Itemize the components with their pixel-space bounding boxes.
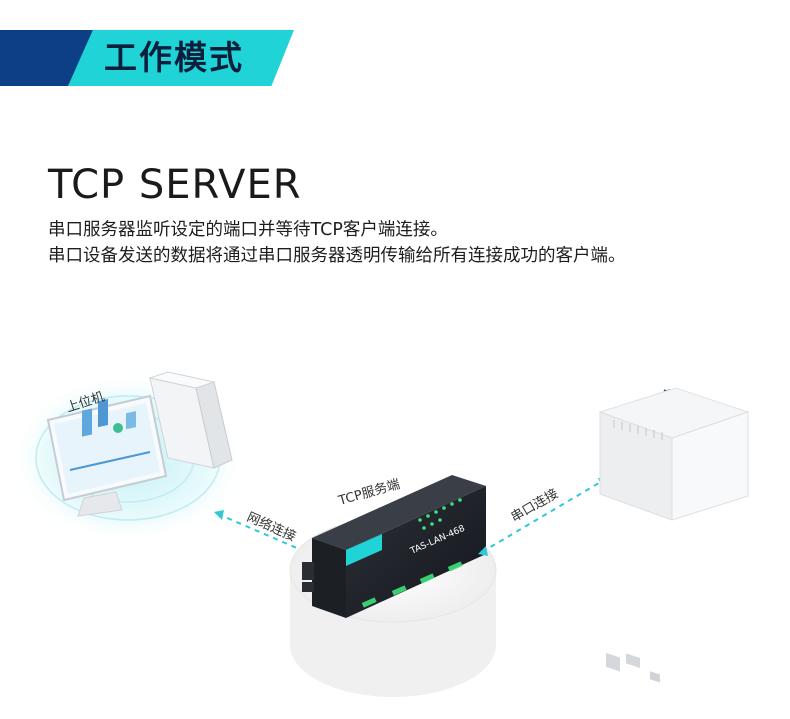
section-title: 工作模式 bbox=[104, 38, 244, 77]
mode-title: TCP SERVER bbox=[48, 162, 302, 208]
serial-device: 串口设备 bbox=[598, 386, 750, 683]
mode-description-line-1: 串口服务器监听设定的端口并等待TCP客户端连接。 bbox=[48, 220, 448, 240]
network-diagram: 网络连接 TCP服务端 TAS-LAN-468 串口连接 bbox=[10, 371, 750, 697]
serial-server-device: TCP服务端 TAS-LAN-468 bbox=[302, 475, 486, 618]
mode-description-line-2: 串口设备发送的数据将通过串口服务器透明传输给所有连接成功的客户端。 bbox=[48, 246, 626, 266]
serial-link-line bbox=[481, 479, 605, 553]
host-computer bbox=[10, 371, 246, 543]
header-banner-teal-stripe bbox=[68, 30, 294, 86]
serial-link-label: 串口连接 bbox=[508, 486, 561, 526]
network-link-label: 网络连接 bbox=[244, 509, 298, 545]
